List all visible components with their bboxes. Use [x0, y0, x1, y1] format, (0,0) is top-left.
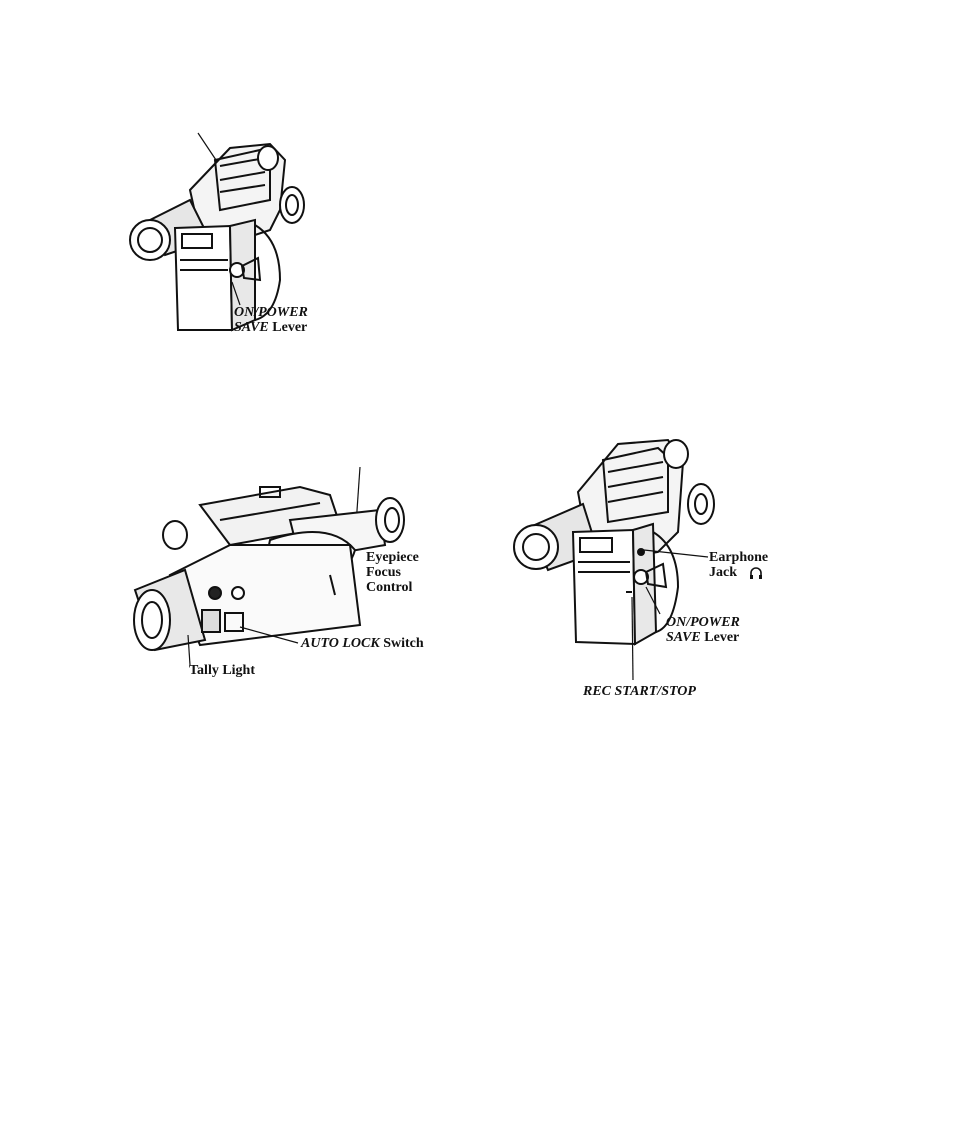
on-power-save-lever-label-rear: ON/POWER SAVE Lever: [666, 615, 740, 645]
headphone-icon: [749, 566, 763, 580]
earphone-jack-label: Earphone Jack: [709, 550, 768, 580]
tally-light-label: Tally Light: [189, 663, 255, 678]
rec-start-stop-label: REC START/STOP: [583, 684, 696, 699]
on-power-save-lever-label-top: ON/POWER SAVE Lever: [234, 305, 308, 335]
auto-lock-switch-label: AUTO LOCK Switch: [301, 636, 424, 651]
eyepiece-focus-control-label: Eyepiece Focus Control: [366, 550, 419, 595]
